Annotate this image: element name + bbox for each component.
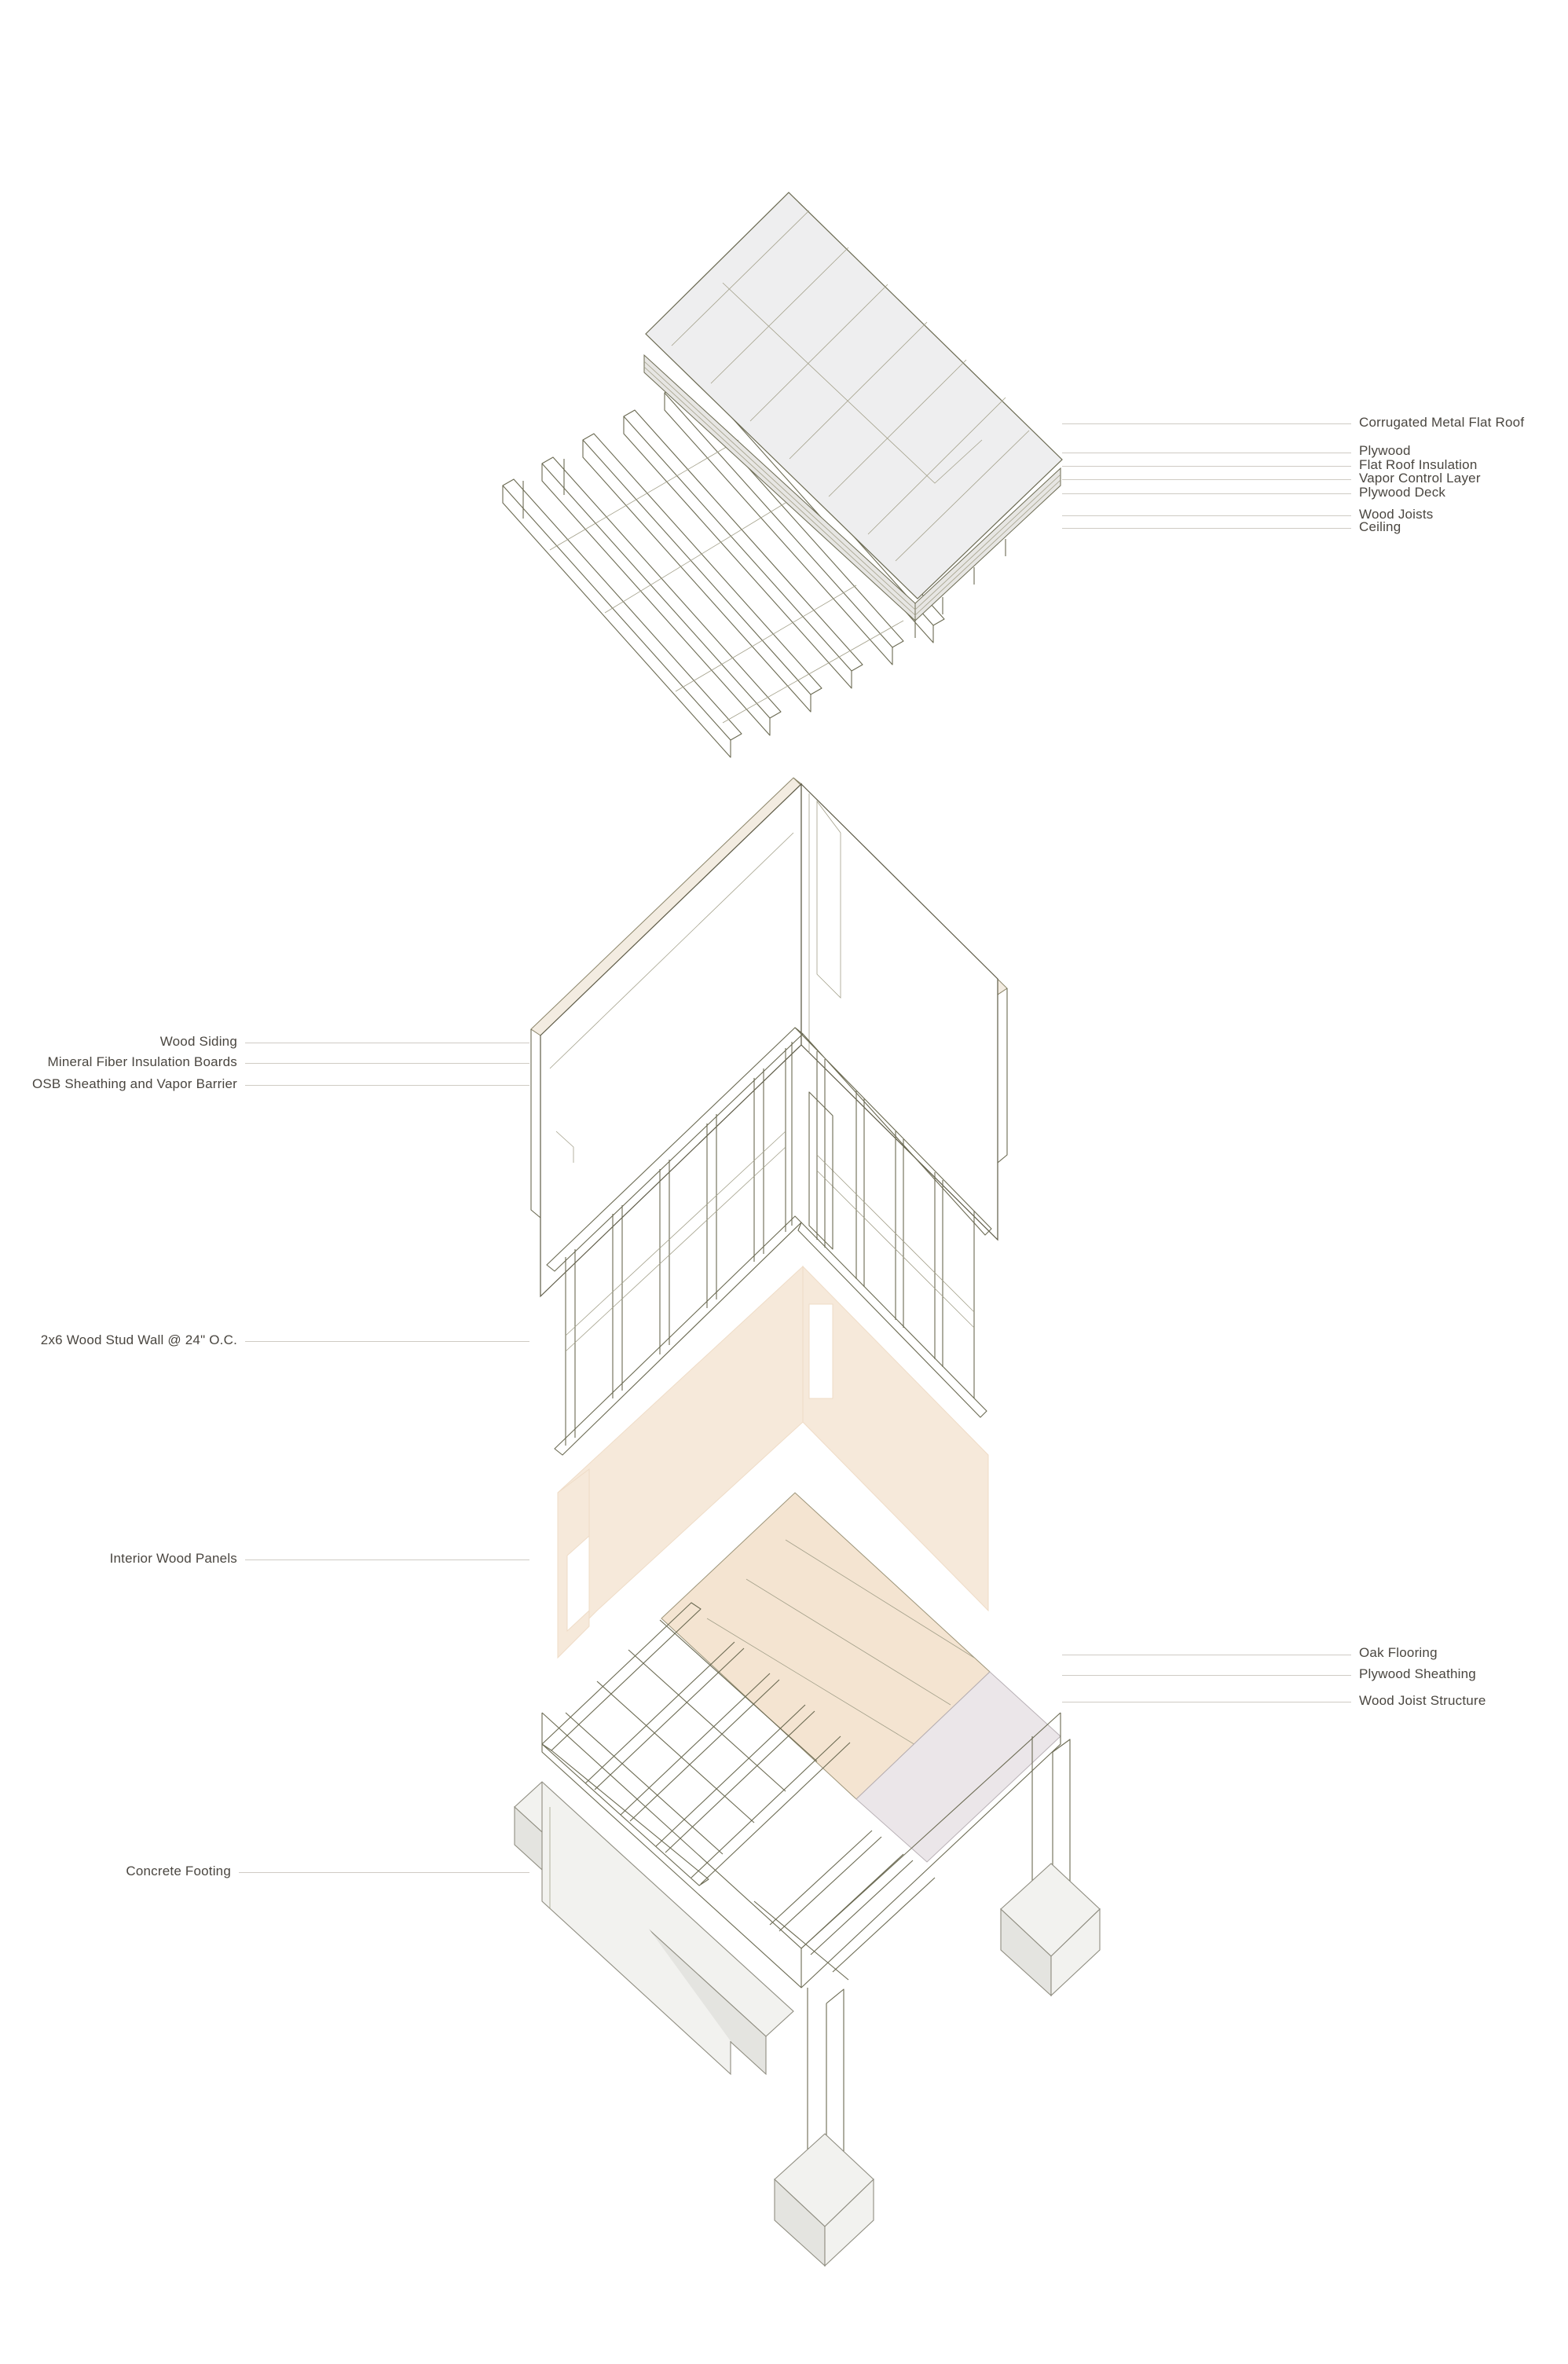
leader-mineral-fiber: [245, 1063, 529, 1064]
label-plywood: Plywood: [1359, 443, 1411, 458]
label-osb-sheathing: OSB Sheathing and Vapor Barrier: [31, 1076, 237, 1091]
label-interior-panels: Interior Wood Panels: [109, 1551, 237, 1566]
floor-assembly: [514, 1492, 1101, 2267]
leader-concrete-footing: [239, 1872, 529, 1873]
leader-osb-sheathing: [245, 1085, 529, 1086]
label-stud-wall: 2x6 Wood Stud Wall @ 24" O.C.: [40, 1332, 237, 1347]
corrugated-metal-roof: [645, 192, 1063, 599]
roof-assembly: [502, 192, 1063, 758]
label-wood-siding: Wood Siding: [159, 1034, 237, 1049]
label-plywood-sheathing: Plywood Sheathing: [1359, 1666, 1476, 1681]
label-wood-joist-structure: Wood Joist Structure: [1359, 1693, 1486, 1708]
leader-wood-joists: [1062, 515, 1351, 516]
leader-flat-roof-insulation: [1062, 466, 1351, 467]
concrete-strip-footing: [514, 1781, 794, 2076]
label-flat-roof-insulation: Flat Roof Insulation: [1359, 457, 1478, 472]
label-corrugated-roof: Corrugated Metal Flat Roof: [1359, 415, 1525, 430]
leader-plywood-deck: [1062, 493, 1351, 494]
wood-stud-wall: [546, 1027, 992, 1456]
interior-wood-panels: [557, 1265, 989, 1659]
leader-corrugated-roof: [1062, 423, 1351, 424]
label-mineral-fiber: Mineral Fiber Insulation Boards: [47, 1054, 237, 1069]
leader-plywood-sheathing: [1062, 1675, 1351, 1676]
wall-cladding-assembly: [530, 777, 1008, 1298]
label-concrete-footing: Concrete Footing: [126, 1864, 231, 1878]
label-oak-flooring: Oak Flooring: [1359, 1645, 1438, 1660]
label-ceiling: Ceiling: [1359, 519, 1401, 534]
leader-stud-wall: [245, 1341, 529, 1342]
leader-ceiling: [1062, 528, 1351, 529]
post-footings: [774, 1863, 1101, 2267]
floor-wood-joists: [541, 1602, 1061, 1988]
label-wood-joists: Wood Joists: [1359, 507, 1434, 522]
label-plywood-deck: Plywood Deck: [1359, 485, 1446, 500]
leader-vapor-control: [1062, 479, 1351, 480]
roof-deck-layers: [643, 354, 1061, 638]
label-vapor-control: Vapor Control Layer: [1359, 471, 1481, 486]
